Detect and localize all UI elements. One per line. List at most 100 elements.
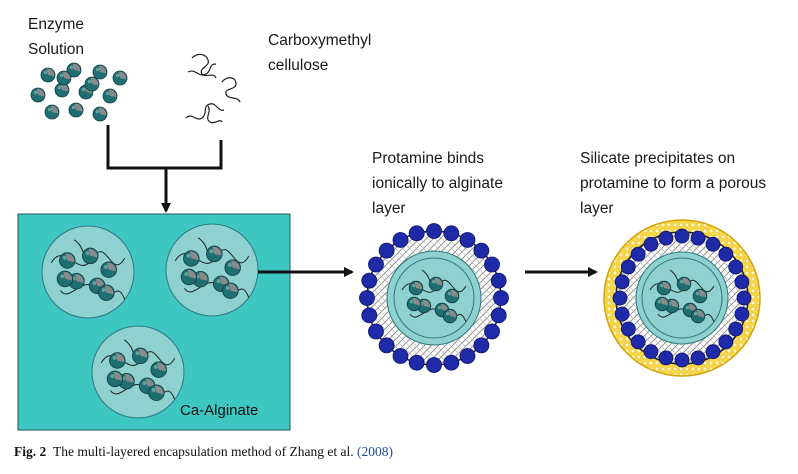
protamine-dot (473, 242, 490, 259)
figure-caption: Fig. 2 The multi-layered encapsulation m… (14, 444, 393, 460)
enzyme-molecule (92, 106, 108, 122)
enzyme-molecule (106, 370, 124, 388)
protamine-dot (368, 323, 384, 340)
protamine-dot (690, 350, 706, 366)
enzyme-molecule (132, 347, 149, 365)
alginate-bead (41, 225, 135, 319)
protamine-dot (459, 232, 476, 248)
protamine-dot (614, 274, 630, 290)
caption-text: The multi-layered encapsulation method o… (53, 444, 354, 459)
enzyme-molecule (682, 302, 698, 318)
enzyme-molecule (102, 88, 118, 104)
protamine-layer (612, 228, 752, 368)
caption-reference[interactable]: (2008) (357, 444, 394, 459)
protamine-dot (705, 236, 721, 252)
enzyme-molecule (224, 259, 241, 276)
enzyme-molecule (428, 276, 444, 292)
protamine-dot (728, 259, 744, 275)
enzyme-molecule (676, 276, 692, 292)
protamine-dot (630, 334, 646, 350)
enzyme-molecule (690, 308, 706, 324)
protamine-dot (690, 230, 706, 246)
merge-connector (106, 125, 223, 213)
protamine-dot (630, 246, 646, 262)
protamine-dot (736, 290, 752, 306)
protamine-dot (718, 246, 734, 262)
enzyme-molecule (183, 250, 200, 267)
ca-alginate-label: Ca-Alginate (180, 402, 259, 419)
cellulose-strands (185, 53, 241, 124)
protamine-dot (378, 337, 395, 354)
protamine-dot (658, 350, 674, 366)
enzyme-molecule (30, 87, 46, 103)
protamine-dot (378, 242, 395, 259)
alginate-bead (91, 325, 185, 419)
enzyme-molecule (148, 384, 165, 401)
protamine-dot (361, 307, 378, 324)
cellulose-strand (187, 63, 217, 76)
enzyme-molecule (180, 268, 198, 286)
enzyme-molecule (92, 64, 108, 80)
silicate-coated-bead (603, 219, 761, 377)
enzyme-molecule (692, 288, 708, 304)
enzyme-molecule (44, 104, 60, 120)
protamine-dot (620, 321, 636, 337)
protamine-dot (612, 290, 628, 306)
protamine-dot (620, 259, 636, 275)
enzyme-molecule (40, 67, 56, 83)
protamine-dot (674, 228, 690, 244)
protamine-dot (361, 272, 378, 289)
enzyme-molecule (112, 70, 128, 86)
protamine-dot (459, 348, 476, 364)
protamine-dot (734, 274, 750, 290)
protamine-dot (359, 290, 375, 306)
enzyme-molecule (98, 284, 115, 301)
protamine-dot (392, 348, 409, 364)
cellulose-strand (221, 77, 241, 103)
enzyme-molecule (66, 62, 82, 78)
protamine-dot (490, 307, 507, 324)
enzyme-molecule (56, 70, 72, 86)
protamine-dot (368, 256, 384, 273)
alginate-bead (165, 223, 259, 317)
protamine-dot (734, 306, 750, 322)
enzyme-molecule (444, 288, 460, 304)
enzyme-molecule (408, 280, 424, 296)
protamine-dot (614, 306, 630, 322)
protamine-dot (484, 323, 500, 340)
enzyme-core (393, 257, 475, 339)
cellulose-strand (191, 53, 217, 79)
enzyme-molecule (82, 247, 99, 265)
protamine-dot (643, 344, 659, 360)
protamine-dot (674, 352, 690, 368)
cellulose-label: Carboxymethyl cellulose (268, 32, 372, 74)
protamine-dot (408, 354, 425, 371)
protamine-dot (426, 223, 442, 239)
enzyme-molecule (406, 296, 422, 312)
enzyme-molecule (59, 252, 76, 269)
enzyme-molecule (222, 282, 239, 299)
protamine-dot (426, 357, 442, 373)
enzyme-molecule (654, 296, 670, 312)
enzyme-core (641, 257, 723, 339)
protamine-dot (490, 272, 507, 289)
cellulose-strand (207, 105, 223, 124)
enzyme-molecule (206, 245, 223, 263)
enzyme-molecule (54, 82, 70, 98)
enzyme-molecule (656, 280, 672, 296)
protamine-dot (484, 256, 500, 273)
silicate-label: Silicate precipitates on protamine to fo… (580, 150, 767, 217)
enzyme-solution-cluster (30, 62, 128, 122)
protamine-dot (392, 232, 409, 248)
protamine-coated-bead (359, 223, 509, 373)
protamine-dot (705, 344, 721, 360)
protamine-dot (718, 334, 734, 350)
protamine-dot (643, 236, 659, 252)
protamine-label: Protamine binds ionically to alginate la… (372, 150, 503, 217)
protamine-dot (443, 354, 460, 371)
enzyme-solution-label: Enzyme Solution (28, 16, 85, 58)
enzyme-molecule (56, 270, 74, 288)
protamine-layer (359, 223, 509, 373)
enzyme-molecule (109, 352, 126, 369)
